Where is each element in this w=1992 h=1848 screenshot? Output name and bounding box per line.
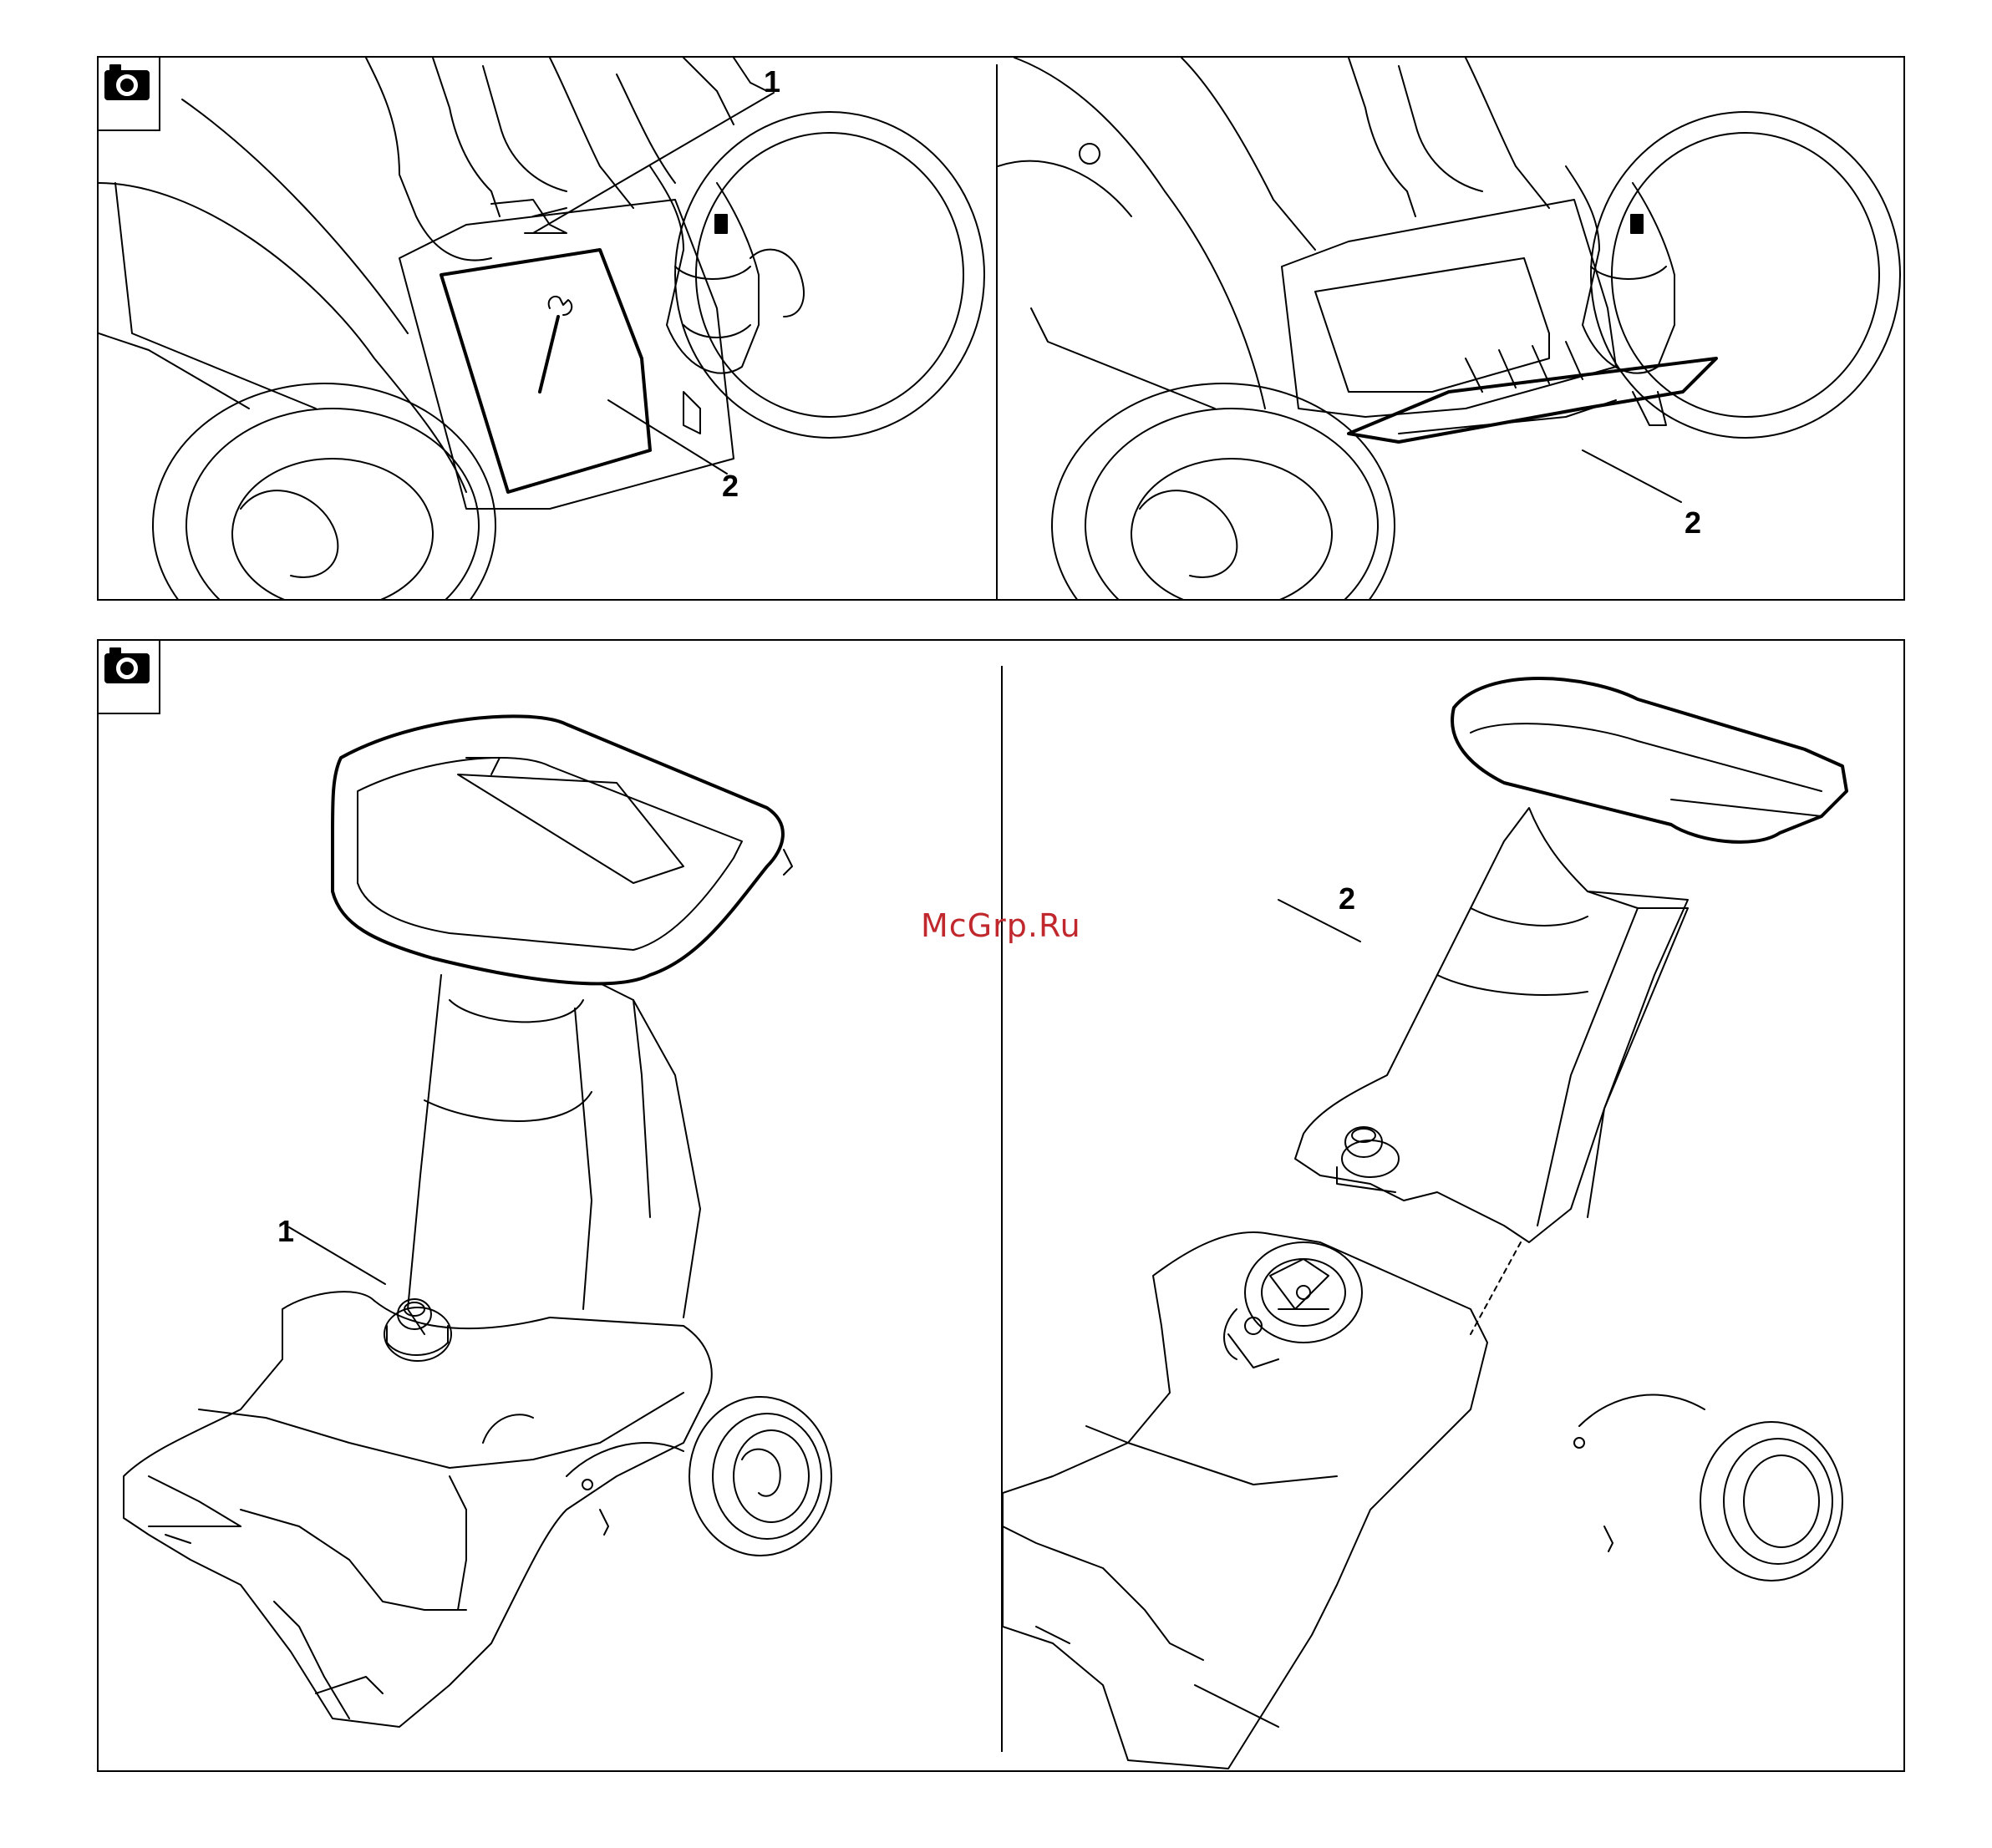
bottom-right-illustration	[1003, 641, 1903, 1770]
shredder-rear-closed-drawing	[99, 58, 994, 599]
wrench-icon	[540, 297, 572, 392]
bottom-left-illustration	[99, 641, 1001, 1770]
shredder-hopper-removed-drawing	[1003, 641, 1903, 1770]
callout-2: 2	[1339, 884, 1355, 914]
shredder-rear-open-drawing	[998, 58, 1903, 599]
watermark: McGrp.Ru	[921, 907, 1081, 944]
callout-2: 2	[1685, 508, 1701, 538]
top-left-illustration	[99, 58, 994, 599]
top-right-illustration	[998, 58, 1903, 599]
callout-1: 1	[277, 1216, 294, 1246]
callout-1: 1	[764, 67, 780, 97]
shredder-assembled-drawing	[99, 641, 1001, 1770]
callout-2: 2	[722, 471, 739, 501]
